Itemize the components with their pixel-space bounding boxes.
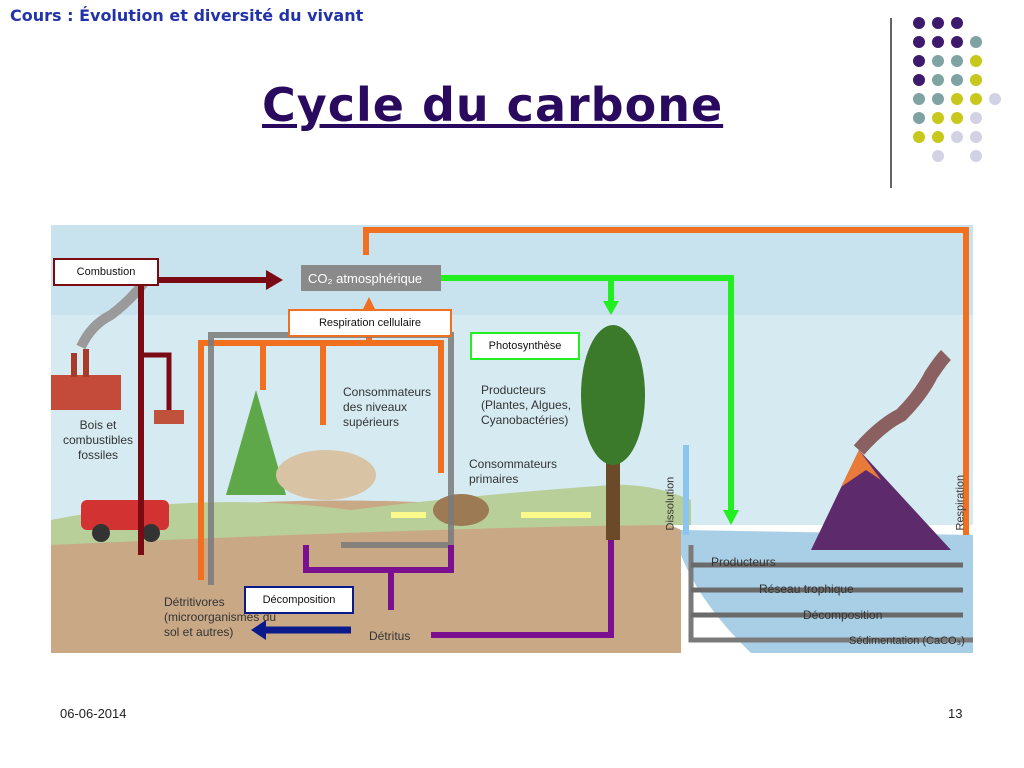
producteurs-label: Producteurs (Plantes, Algues, Cyanobacté…: [481, 383, 572, 427]
rabbit: [433, 494, 489, 526]
combustion-box: Combustion: [53, 258, 159, 286]
volcano: [811, 450, 951, 550]
tall-tree: [581, 325, 645, 465]
factory-smoke: [76, 276, 150, 350]
footer-page-number: 13: [948, 706, 963, 721]
house: [154, 410, 184, 424]
consommateurs-sup-label: Consommateurs des niveaux supérieurs: [343, 385, 432, 429]
decomposition-box: Décomposition: [244, 586, 354, 614]
bois-label: Bois et combustibles fossiles: [62, 418, 134, 462]
ocean-decomposition-label: Décomposition: [803, 608, 883, 622]
car: [81, 500, 169, 530]
dot-grid: [913, 17, 1001, 162]
respiration-box: Respiration cellulaire: [288, 309, 452, 337]
course-title: Cours : Évolution et diversité du vivant: [10, 6, 364, 25]
volcano-smoke: [853, 350, 952, 455]
decorative-dot-grid: [913, 17, 1001, 162]
co2-label: CO₂ atmosphérique: [308, 271, 423, 286]
respiration-vertical-label: Respiration: [954, 474, 967, 531]
factory-chimney-2: [83, 349, 89, 377]
conifer-tree: [226, 390, 286, 495]
sky-top: [51, 225, 973, 315]
reseau-label: Réseau trophique: [759, 582, 854, 596]
volcano-lava: [841, 450, 881, 487]
footer-date: 06-06-2014: [60, 706, 127, 721]
detritus-label: Détritus: [369, 629, 411, 643]
page-title: Cycle du carbone: [262, 78, 724, 132]
factory-chimney-1: [71, 353, 77, 377]
carbon-cycle-diagram: CO₂ atmosphérique Combustion Respiration…: [51, 225, 973, 653]
detritivores-label: Détritivores (microorganismes du sol et …: [164, 595, 277, 639]
ocean-producteurs-label: Producteurs: [711, 555, 776, 569]
lynx: [276, 450, 376, 500]
diagram-canvas: [51, 225, 973, 653]
consommateurs-prim-label: Consommateurs primaires: [469, 457, 558, 486]
dissolution-label: Dissolution: [664, 476, 677, 531]
co2-box: [301, 265, 441, 291]
header-divider: [890, 18, 892, 188]
tree-trunk: [606, 450, 620, 540]
sedimentation-label: Sédimentation (CaCO₃): [849, 635, 965, 647]
detritus-arrow: [303, 545, 454, 573]
factory: [51, 375, 121, 410]
photosynthese-box: Photosynthèse: [470, 332, 580, 360]
